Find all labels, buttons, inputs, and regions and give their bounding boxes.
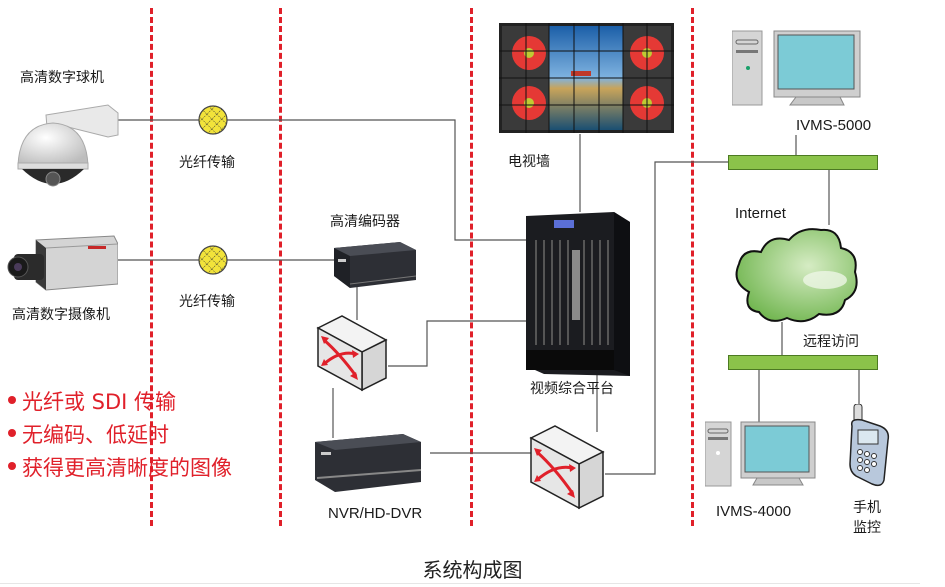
internet-label: Internet — [735, 205, 786, 222]
fiber-optic-icon — [198, 245, 228, 275]
zone-divider-4 — [691, 8, 694, 526]
ivms4000-computer-icon — [705, 421, 816, 487]
ptz-camera-icon — [17, 104, 119, 187]
fiber-label-2: 光纤传输 — [179, 294, 235, 310]
wire-switch-to-platform — [388, 320, 530, 367]
ivms4000-label: IVMS-4000 — [716, 503, 792, 520]
video-wall-icon — [499, 23, 674, 133]
network-bus-top — [728, 155, 878, 170]
wire-switch2-to-network — [605, 161, 728, 475]
video-platform-icon — [526, 212, 630, 376]
bullet-icon — [8, 396, 16, 404]
ptz-camera-label: 高清数字球机 — [20, 70, 104, 86]
internet-cloud-icon — [735, 228, 858, 323]
encoder-device-icon — [334, 242, 417, 288]
feature-item: 获得更高清晰度的图像 — [8, 452, 232, 482]
remote-access-label: 远程访问 — [803, 334, 859, 350]
mobile-label-line1: 手机 — [853, 500, 881, 516]
video-wall-label: 电视墙 — [508, 154, 550, 170]
zone-divider-1 — [150, 8, 153, 526]
nvr-device-icon — [315, 434, 422, 492]
box-camera-icon — [7, 235, 118, 291]
ivms5000-computer-icon — [732, 30, 861, 106]
mobile-phone-icon — [849, 404, 890, 487]
nvr-label: NVR/HD-DVR — [328, 505, 423, 522]
bottom-divider — [0, 583, 920, 584]
network-bus-bottom — [728, 355, 878, 370]
feature-item: 光纤或 SDI 传输 — [8, 386, 176, 416]
network-switch-icon — [529, 425, 605, 510]
mobile-label-line2: 监控 — [853, 520, 881, 536]
bullet-icon — [8, 462, 16, 470]
ivms5000-label: IVMS-5000 — [796, 117, 872, 134]
fiber-optic-icon — [198, 105, 228, 135]
wire-ptz-to-platform — [118, 119, 530, 241]
bullet-icon — [8, 429, 16, 437]
platform-label: 视频综合平台 — [530, 381, 614, 397]
network-switch-icon — [316, 315, 388, 392]
feature-item: 无编码、低延时 — [8, 419, 169, 449]
zone-divider-3 — [470, 8, 473, 526]
zone-divider-2 — [279, 8, 282, 526]
fiber-label-1: 光纤传输 — [179, 155, 235, 171]
encoder-label: 高清编码器 — [330, 214, 400, 230]
diagram-caption: 系统构成图 — [422, 558, 523, 582]
box-camera-label: 高清数字摄像机 — [12, 307, 110, 323]
